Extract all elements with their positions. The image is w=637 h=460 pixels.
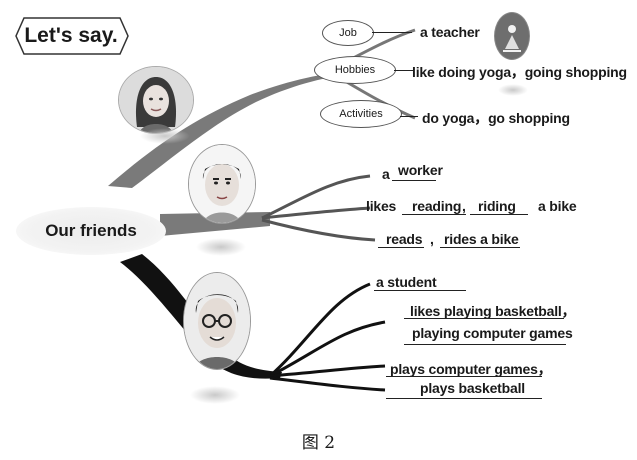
- friend3-does-line1: plays computer games，: [390, 361, 552, 377]
- branch-friend3-twig-2: [269, 320, 386, 378]
- friend2-likes-suffix: a bike: [538, 198, 577, 214]
- friend2-avatar: [188, 144, 256, 224]
- friend2-does-1-blank: [378, 247, 424, 248]
- friend2-likes-2: riding: [478, 198, 516, 214]
- friend3-avatar: [183, 272, 251, 370]
- job-node-label: Job: [339, 27, 357, 39]
- friend2-likes-prefix: likes: [366, 198, 397, 214]
- friend2-likes-2-blank: [470, 214, 528, 215]
- friend2-does-2: rides a bike: [444, 231, 519, 247]
- center-node-label: Our friends: [45, 221, 137, 240]
- friend1-hobbies: like doing yoga，going shopping: [412, 64, 627, 80]
- hobbies-node-label: Hobbies: [334, 64, 376, 76]
- branch-friend3-twig-1: [268, 282, 371, 378]
- man-face-icon: [189, 145, 255, 223]
- branch-friend2-twig-3: [261, 218, 376, 242]
- yoga-avatar: [494, 12, 530, 60]
- friend3-likes-line2-blank: [404, 344, 566, 345]
- friend2-does-1: reads: [386, 231, 423, 247]
- job-node: Job: [322, 20, 374, 46]
- friend2-job-blank: [392, 180, 436, 181]
- friend2-does-sep: ,: [430, 231, 434, 247]
- boy-glasses-face-icon: [184, 273, 250, 369]
- friend2-likes-1: reading: [412, 198, 462, 214]
- lets-say-label: Let's say.: [24, 24, 118, 47]
- lets-say-badge: Let's say.: [16, 16, 126, 56]
- branch-friend3-twig-4: [269, 376, 386, 392]
- figure-caption: 图 2: [301, 433, 336, 453]
- friend3-likes-line1: likes playing basketball，: [410, 303, 576, 319]
- friend3-shadow: [190, 386, 240, 404]
- branch-friend1: [108, 70, 355, 188]
- branch-friend2-twig-1: [261, 174, 371, 220]
- job-connector: [372, 32, 412, 33]
- activities-connector: [400, 116, 418, 117]
- friend2-job-prefix: a: [382, 166, 390, 182]
- branch-friend2: [160, 212, 270, 236]
- branch-friend3-twig-3: [269, 364, 386, 378]
- hobbies-connector: [394, 70, 414, 71]
- yoga-pose-icon: [495, 13, 529, 59]
- friend1-shadow: [140, 128, 190, 144]
- friend2-likes-sep: ,: [462, 198, 466, 214]
- branch-friend2-twig-2: [261, 206, 371, 220]
- hobbies-node: Hobbies: [314, 56, 396, 84]
- center-node: Our friends: [16, 207, 166, 255]
- friend1-avatar: [118, 66, 194, 134]
- friend1-job: a teacher: [420, 24, 480, 40]
- activities-node: Activities: [320, 100, 402, 128]
- friend2-shadow: [196, 238, 246, 256]
- friend3-likes-line1-blank: [404, 318, 564, 319]
- friend1-activities: do yoga，go shopping: [422, 110, 570, 126]
- friend2-likes-1-blank: [402, 214, 466, 215]
- friend2-job: worker: [398, 162, 443, 178]
- woman-face-icon: [119, 67, 193, 133]
- activities-node-label: Activities: [339, 108, 383, 120]
- lets-say-frame: [15, 17, 129, 55]
- friend3-job: a student: [376, 274, 437, 290]
- friend3-job-blank: [374, 290, 466, 291]
- friend2-does-2-blank: [440, 247, 520, 248]
- branch-friend3: [120, 254, 282, 379]
- friend3-does-line2: plays basketball: [420, 380, 525, 396]
- friend3-does-line1-blank: [386, 376, 542, 377]
- yoga-shadow: [498, 84, 528, 96]
- friend3-likes-line2: playing computer games: [412, 325, 573, 341]
- friend3-does-line2-blank: [386, 398, 542, 399]
